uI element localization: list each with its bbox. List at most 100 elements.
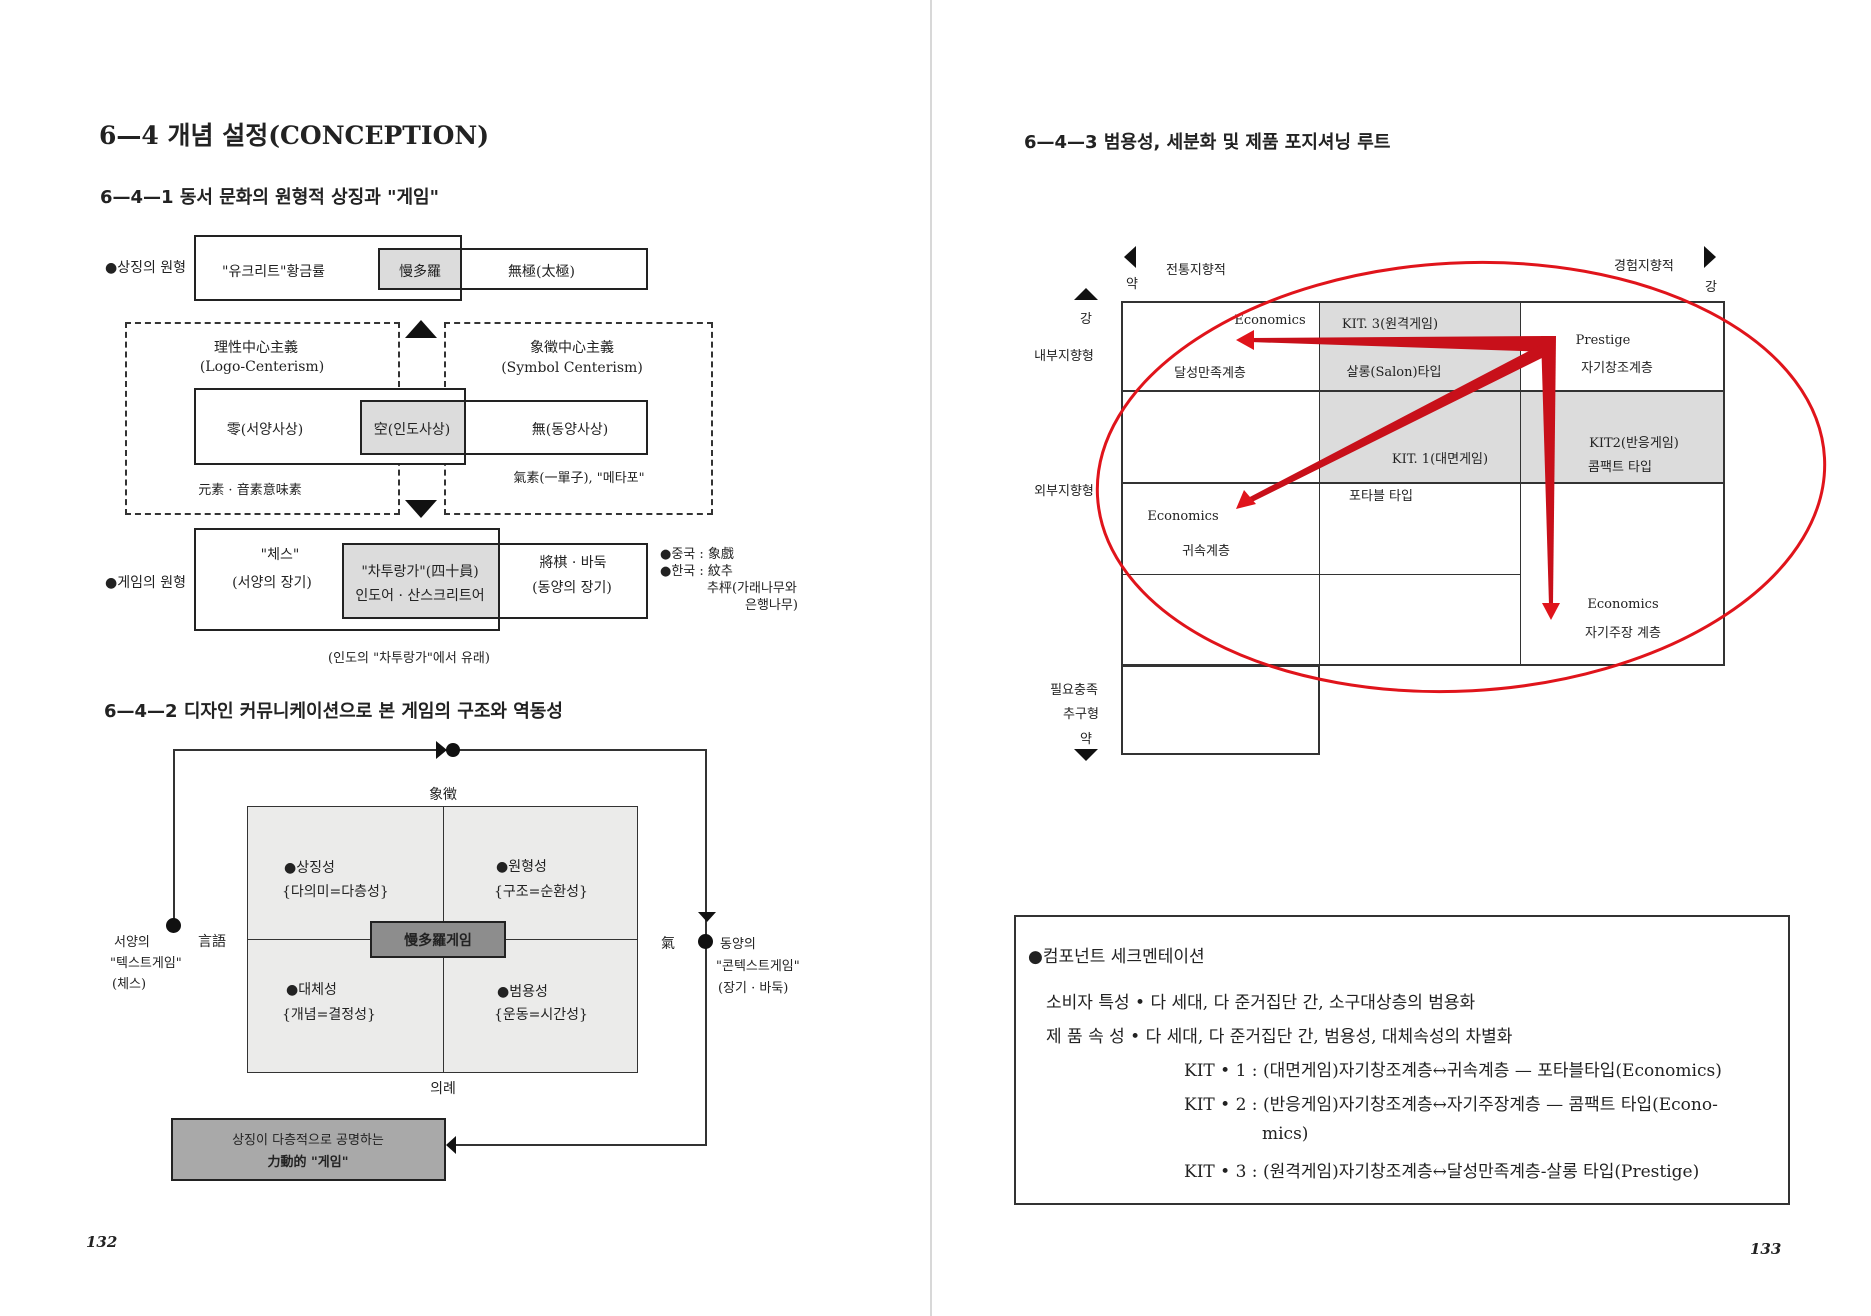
note-china: ●중국 : 象戲 <box>660 547 734 562</box>
cell-achievement: 달성만족계층 <box>1174 366 1246 381</box>
center-label: 慢多羅게임 <box>404 933 472 949</box>
east-label-1: 동양의 <box>720 937 756 952</box>
cell-prestige: Prestige <box>1575 333 1631 348</box>
page-number-right: 133 <box>1750 1240 1782 1258</box>
dot-icon <box>166 918 181 933</box>
x-left-label: 전통지향적 <box>1166 263 1226 278</box>
text-mandala: 慢多羅 <box>399 264 441 280</box>
text-logo-hanja: 理性中心主義 <box>214 340 298 356</box>
label-symbol-archetype: ●상징의 원형 <box>105 260 187 276</box>
text-origin: (인도의 "차투랑가"에서 유래) <box>328 651 490 666</box>
text-gisoh: 氣素(一單子), "메타포" <box>513 471 645 486</box>
note-korea: ●한국 : 紋추 <box>660 564 733 579</box>
cell-kit2: KIT2(반응게임) <box>1589 436 1679 451</box>
section-heading-6-4-1: 6—4—1 동서 문화의 원형적 상징과 "게임" <box>100 187 439 208</box>
cell-kit3: KIT. 3(원격게임) <box>1341 317 1439 332</box>
dot-icon <box>698 934 713 949</box>
arrow-up-icon <box>405 320 437 338</box>
cell-self-assertion: 자기주장 계층 <box>1585 626 1661 641</box>
arrow-right-icon <box>436 741 447 759</box>
west-label-2: "텍스트게임" <box>110 956 182 971</box>
route-arrow-kit1 <box>1246 342 1554 503</box>
section-heading-6-4-3: 6—4—3 범용성, 세분화 및 제품 포지셔닝 루트 <box>1024 132 1391 153</box>
quadrant-archetype-sub: {구조=순환성} <box>494 884 588 900</box>
cell-portable: 포타블 타입 <box>1349 489 1413 504</box>
x-right-level: 강 <box>1705 280 1717 295</box>
text-chaturanga-sub: 인도어 · 산스크리트어 <box>355 588 485 604</box>
text-euclid: "유크리트"황금률 <box>222 264 326 280</box>
text-empty: 空(인도사상) <box>373 422 451 438</box>
arrow-head-down <box>1542 603 1560 620</box>
route-arrow-kit3 <box>1250 336 1550 352</box>
result-line-2: 力動的 "게임" <box>267 1155 349 1170</box>
y-bottom-level: 약 <box>1080 732 1092 747</box>
route-arrow-kit2 <box>1541 336 1556 605</box>
x-left-level: 약 <box>1126 277 1138 292</box>
arrow-left-icon <box>446 1136 456 1154</box>
kit2-description-cont: mics) <box>1262 1124 1309 1144</box>
cell-self-creation: 자기창조계층 <box>1581 361 1653 376</box>
label-game-archetype: ●게임의 원형 <box>105 575 187 591</box>
text-symbol-en: (Symbol Centerism) <box>501 360 643 376</box>
segmentation-box <box>1014 915 1790 1205</box>
text-symbol-hanja: 象徵中心主義 <box>530 340 614 356</box>
arrow-left-icon <box>1124 246 1136 268</box>
cell-economics-2: Economics <box>1147 509 1219 524</box>
text-chaturanga: "차투랑가"(四十員) <box>361 564 479 580</box>
text-nothing: 無(동양사상) <box>531 422 609 438</box>
page-number-left: 132 <box>86 1233 118 1251</box>
text-elements: 元素 · 音素意味素 <box>198 483 302 498</box>
y-top-level: 강 <box>1080 312 1092 327</box>
axis-top: 象徵 <box>429 787 457 803</box>
text-logo-en: (Logo-Centerism) <box>199 359 325 375</box>
text-mugeuk: 無極(太極) <box>508 264 575 280</box>
cell-salon: 살롱(Salon)타입 <box>1346 365 1442 380</box>
cell-economics-3: Economics <box>1587 597 1659 612</box>
result-line-1: 상징이 다층적으로 공명하는 <box>232 1133 384 1148</box>
product-attribute: 제 품 속 성 • 다 세대, 다 준거집단 간, 범용성, 대체속성의 차별화 <box>1046 1027 1513 1047</box>
quadrant-archetype: ●원형성 <box>496 859 547 875</box>
segmentation-heading: ●컴포넌트 세크멘테이션 <box>1028 947 1205 967</box>
arrow-up-icon <box>1074 288 1098 300</box>
text-janggi-sub: (동양의 장기) <box>532 580 612 596</box>
text-zero: 零(서양사상) <box>226 422 304 438</box>
cell-belonging: 귀속계층 <box>1182 544 1230 559</box>
page-title: 6—4 개념 설정(CONCEPTION) <box>99 121 490 150</box>
y-outer-label: 외부지향형 <box>1034 484 1094 499</box>
cell-compact: 콤팩트 타입 <box>1588 460 1652 475</box>
text-janggi: 將棋 · 바둑 <box>539 555 607 571</box>
text-chess-sub: (서양의 장기) <box>232 575 312 591</box>
note-korea-3: 은행나무) <box>745 598 798 613</box>
axis-bottom: 의례 <box>430 1081 456 1097</box>
quadrant-substitution-sub: {개념=결정성} <box>282 1007 376 1023</box>
cell-economics-1: Economics <box>1234 313 1306 328</box>
axis-left: 言語 <box>198 934 226 950</box>
y-need-label-2: 추구형 <box>1063 707 1099 722</box>
note-korea-2: 추枰(가래나무와 <box>707 581 797 596</box>
quadrant-symbolism-sub: {다의미=다층성} <box>282 884 389 900</box>
quadrant-substitution: ●대체성 <box>286 982 337 998</box>
x-right-label: 경험지향적 <box>1614 259 1674 274</box>
dot-icon <box>446 743 460 757</box>
arrow-head-left <box>1236 330 1254 350</box>
text-chess: "체스" <box>260 547 300 563</box>
arrow-right-icon <box>1704 246 1716 268</box>
east-label-3: (장기 · 바둑) <box>718 981 789 996</box>
quadrant-universality: ●범용성 <box>497 984 548 1000</box>
page-gutter <box>930 0 932 1316</box>
y-inner-label: 내부지향형 <box>1034 349 1094 364</box>
quadrant-universality-sub: {운동=시간성} <box>494 1007 588 1023</box>
arrow-down-icon <box>1074 749 1098 761</box>
section-heading-6-4-2: 6—4—2 디자인 커뮤니케이션으로 본 게임의 구조와 역동성 <box>104 701 563 722</box>
consumer-trait: 소비자 특성 • 다 세대, 다 준거집단 간, 소구대상층의 범용화 <box>1046 993 1476 1013</box>
arrow-down-icon <box>405 500 437 518</box>
kit1-description: KIT • 1 : (대면게임)자기창조계층↔귀속계층 — 포타블타입(Econ… <box>1184 1061 1722 1081</box>
target-ellipse <box>1095 260 1827 694</box>
arrow-down-icon <box>698 912 716 922</box>
west-label-1: 서양의 <box>114 935 150 950</box>
y-need-label-1: 필요충족 <box>1050 683 1098 698</box>
kit3-description: KIT • 3 : (원격게임)자기창조계층↔달성만족계층-살롱 타입(Pres… <box>1184 1162 1700 1182</box>
cell-kit1: KIT. 1(대면게임) <box>1391 452 1489 467</box>
west-label-3: (체스) <box>112 977 147 992</box>
